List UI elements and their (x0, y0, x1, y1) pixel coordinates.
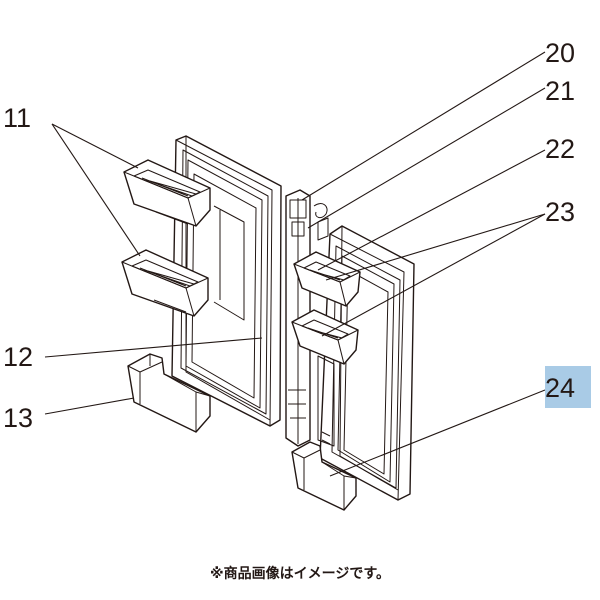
callout-highlight (545, 366, 591, 408)
callout-label: 23 (545, 197, 575, 227)
callout-label: 24 (545, 373, 575, 403)
right-bottom-bin (291, 441, 357, 511)
callout-label: 13 (3, 403, 33, 433)
right-shelf-middle (291, 309, 359, 365)
left-shelf-middle (121, 249, 209, 317)
callout-label: 22 (545, 134, 575, 164)
callout-label: 21 (545, 76, 575, 106)
left-shelf-upper (123, 159, 211, 227)
leader-lines (44, 51, 546, 477)
left-bottom-bin (127, 353, 211, 433)
callout-label: 20 (545, 38, 575, 68)
callout-label: 12 (3, 342, 33, 372)
right-shelf-upper (293, 251, 361, 307)
callout-labels: 11 12 13 20 21 22 23 24 (3, 38, 591, 433)
callout-label: 11 (3, 103, 31, 133)
image-disclaimer-caption: ※商品画像はイメージです。 (210, 566, 390, 582)
